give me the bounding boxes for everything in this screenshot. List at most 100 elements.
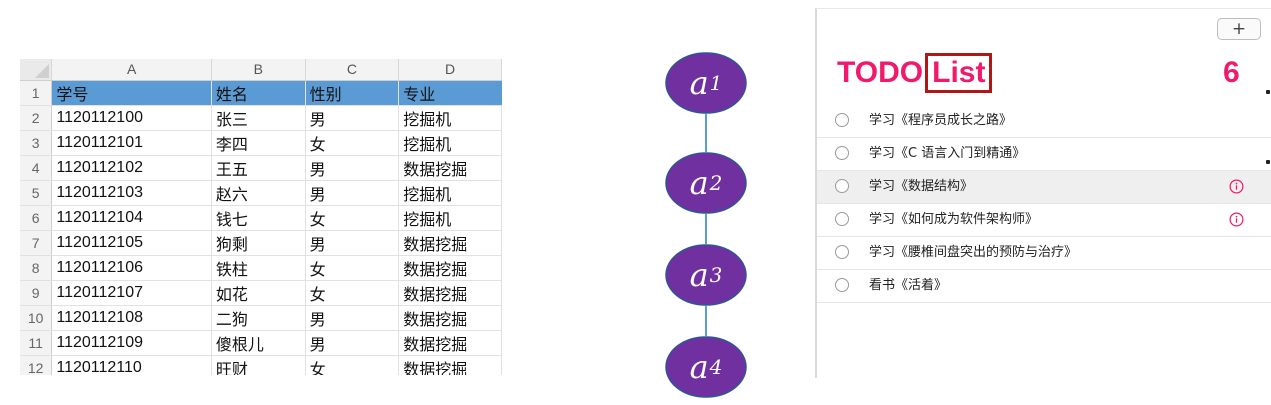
cell[interactable]: 二狗: [211, 305, 306, 331]
cell[interactable]: 男: [305, 180, 400, 206]
column-header-b[interactable]: B: [211, 59, 306, 81]
cell[interactable]: 数据挖掘: [398, 355, 502, 375]
cell[interactable]: 挖掘机: [398, 130, 502, 156]
row-number[interactable]: 6: [20, 205, 53, 231]
cell[interactable]: 1120112107: [51, 280, 212, 306]
cell[interactable]: 性别: [305, 80, 400, 106]
cell[interactable]: 1120112103: [51, 180, 212, 206]
radio-circle-icon[interactable]: [835, 278, 849, 292]
cell[interactable]: 钱七: [211, 205, 306, 231]
cell[interactable]: 女: [305, 280, 400, 306]
cell[interactable]: 专业: [398, 80, 502, 106]
radio-circle-icon[interactable]: [835, 146, 849, 160]
column-header-c[interactable]: C: [305, 59, 400, 81]
cell[interactable]: 1120112106: [51, 255, 212, 281]
title-boxed: List: [925, 53, 993, 93]
cell[interactable]: 旺财: [211, 355, 306, 375]
cell[interactable]: 女: [305, 255, 400, 281]
cell[interactable]: 1120112102: [51, 155, 212, 181]
cell[interactable]: 男: [305, 230, 400, 256]
list-item[interactable]: 看书《活着》: [817, 270, 1271, 303]
row-number[interactable]: 11: [20, 330, 53, 356]
cell[interactable]: 傻根儿: [211, 330, 306, 356]
cell[interactable]: 女: [305, 130, 400, 156]
list-item[interactable]: 学习《腰椎间盘突出的预防与治疗》: [817, 237, 1271, 270]
cell[interactable]: 男: [305, 305, 400, 331]
table-row-header: 1 学号 姓名 性别 专业: [20, 80, 502, 106]
chain-svg: [665, 52, 747, 398]
cell[interactable]: 如花: [211, 280, 306, 306]
radio-circle-icon[interactable]: [835, 212, 849, 226]
list-item[interactable]: 学习《C 语言入门到精通》: [817, 138, 1271, 171]
list-item[interactable]: 学习《如何成为软件架构师》: [817, 204, 1271, 237]
cell[interactable]: 数据挖掘: [398, 330, 502, 356]
page-title: TODO List: [837, 53, 993, 93]
select-all-corner[interactable]: [20, 59, 53, 81]
todo-text: 学习《程序员成长之路》: [869, 113, 1013, 128]
cell[interactable]: 挖掘机: [398, 180, 502, 206]
cell[interactable]: 1120112100: [51, 105, 212, 131]
cell[interactable]: 张三: [211, 105, 306, 131]
todo-text: 学习《如何成为软件架构师》: [869, 212, 1039, 227]
row-number[interactable]: 12: [20, 355, 53, 375]
cell[interactable]: 男: [305, 330, 400, 356]
row-number[interactable]: 4: [20, 155, 53, 181]
cell[interactable]: 挖掘机: [398, 205, 502, 231]
cell[interactable]: 数据挖掘: [398, 155, 502, 181]
cell[interactable]: 挖掘机: [398, 105, 502, 131]
radio-circle-icon[interactable]: [835, 245, 849, 259]
radio-circle-icon[interactable]: [835, 113, 849, 127]
cell[interactable]: 1120112105: [51, 230, 212, 256]
cell[interactable]: 数据挖掘: [398, 255, 502, 281]
cell[interactable]: 男: [305, 105, 400, 131]
cell[interactable]: 1120112101: [51, 130, 212, 156]
list-item[interactable]: 学习《程序员成长之路》: [817, 105, 1271, 138]
cell[interactable]: 1120112108: [51, 305, 212, 331]
cell[interactable]: 数据挖掘: [398, 230, 502, 256]
todo-text: 看书《活着》: [869, 278, 948, 293]
info-circle-icon[interactable]: [1229, 179, 1244, 194]
row-number[interactable]: 2: [20, 105, 53, 131]
cell[interactable]: 1120112110: [51, 355, 212, 375]
cell[interactable]: 1120112104: [51, 205, 212, 231]
info-circle-icon[interactable]: [1229, 212, 1244, 227]
radio-circle-icon[interactable]: [835, 179, 849, 193]
cell[interactable]: 1120112109: [51, 330, 212, 356]
chain-node-shape: [665, 336, 747, 398]
cell[interactable]: 铁柱: [211, 255, 306, 281]
cell[interactable]: 李四: [211, 130, 306, 156]
row-number[interactable]: 10: [20, 305, 53, 331]
column-header-a[interactable]: A: [51, 59, 212, 81]
cell[interactable]: 狗剩: [211, 230, 306, 256]
cell[interactable]: 女: [305, 355, 400, 375]
cell[interactable]: 数据挖掘: [398, 280, 502, 306]
row-number[interactable]: 3: [20, 130, 53, 156]
column-header-d[interactable]: D: [398, 59, 502, 81]
cell[interactable]: 男: [305, 155, 400, 181]
row-number[interactable]: 1: [20, 80, 53, 106]
row-number[interactable]: 9: [20, 280, 53, 306]
row-number[interactable]: 7: [20, 230, 53, 256]
cell[interactable]: 数据挖掘: [398, 305, 502, 331]
cell[interactable]: 王五: [211, 155, 306, 181]
cell[interactable]: 女: [305, 205, 400, 231]
cell[interactable]: 学号: [51, 80, 212, 106]
add-todo-button[interactable]: +: [1217, 18, 1261, 40]
list-item[interactable]: 学习《数据结构》: [817, 171, 1271, 204]
cell[interactable]: 赵六: [211, 180, 306, 206]
cell[interactable]: 姓名: [211, 80, 306, 106]
row-number[interactable]: 8: [20, 255, 53, 281]
row-number[interactable]: 5: [20, 180, 53, 206]
